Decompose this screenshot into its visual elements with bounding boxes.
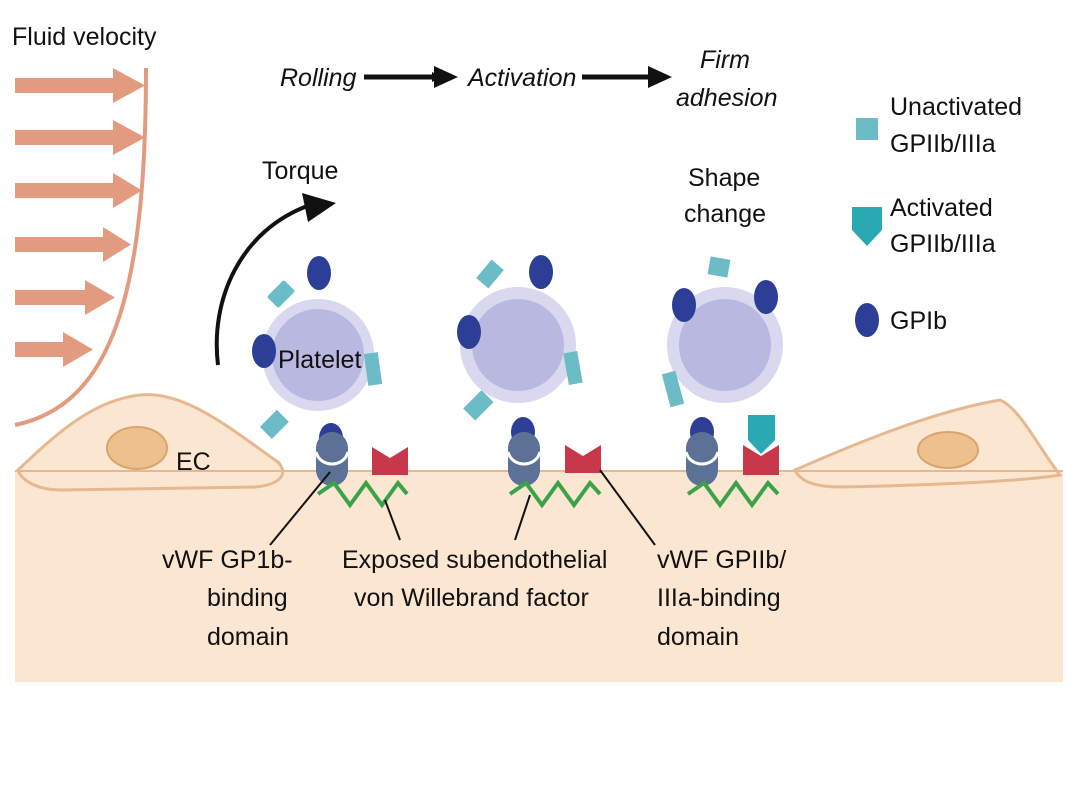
exposed-vwf-label-1: Exposed subendothelial bbox=[342, 546, 607, 574]
step-firm: Firm bbox=[700, 46, 750, 74]
flow-arrow bbox=[15, 173, 142, 208]
shape-change-label-2: change bbox=[684, 200, 766, 228]
unactivated-gpiib-iiia bbox=[363, 352, 383, 386]
unactivated-gpiib-iiia bbox=[267, 280, 295, 308]
torque-arrowhead bbox=[302, 193, 336, 222]
gpib bbox=[754, 280, 778, 314]
gpib bbox=[252, 334, 276, 368]
flow-arrow bbox=[15, 227, 131, 262]
vwf-gpiib-iiia-binding-domain bbox=[372, 447, 408, 475]
vwf-fiber bbox=[508, 479, 602, 509]
flow-arrows bbox=[15, 68, 145, 367]
vwf-site-2 bbox=[506, 432, 602, 509]
unactivated-gpiib-iiia bbox=[661, 370, 685, 408]
torque-arrow bbox=[214, 203, 311, 366]
platelet-rolling bbox=[252, 256, 383, 453]
leader-line-gpiib bbox=[599, 469, 656, 546]
vwf-site-1 bbox=[314, 432, 409, 509]
activated-gpiib-iiia bbox=[748, 415, 775, 454]
leader-line-exposed-vwf-2 bbox=[514, 494, 531, 541]
legend-activated-label-1: Activated bbox=[890, 194, 993, 222]
flow-arrow bbox=[15, 120, 145, 155]
flow-arrow bbox=[15, 280, 115, 315]
platelet-firm-adhesion bbox=[661, 256, 783, 454]
subendothelium-band bbox=[15, 470, 1063, 682]
vwf-gp1b-label-3: domain bbox=[207, 623, 289, 651]
platelet-activation bbox=[457, 255, 583, 447]
torque-label: Torque bbox=[262, 157, 338, 185]
step-adhesion: adhesion bbox=[676, 84, 777, 112]
gpib bbox=[672, 288, 696, 322]
vwf-gpiib-label-3: domain bbox=[657, 623, 739, 651]
legend: Unactivated GPIIb/IIIa Activated GPIIb/I… bbox=[852, 93, 1022, 337]
unactivated-gpiib-iiia bbox=[476, 259, 504, 289]
unactivated-gpiib-iiia bbox=[563, 351, 583, 385]
legend-gpib-label: GPIb bbox=[890, 307, 947, 335]
vwf-fiber bbox=[686, 479, 780, 509]
vwf-gpiib-iiia-binding-domain bbox=[565, 445, 601, 473]
vwf-gp1b-label-2: binding bbox=[207, 584, 288, 612]
fluid-velocity-label: Fluid velocity bbox=[12, 23, 157, 51]
vwf-gpiib-iiia-binding-domain bbox=[743, 445, 779, 475]
velocity-profile-curve bbox=[14, 67, 148, 427]
vwf-gp1b-binding-domain bbox=[316, 432, 348, 486]
endothelial-cell-left bbox=[16, 393, 285, 492]
step-activation: Activation bbox=[466, 64, 576, 92]
leader-line-exposed-vwf-1 bbox=[384, 499, 401, 541]
exposed-vwf-label-2: von Willebrand factor bbox=[354, 584, 589, 612]
unactivated-gpiib-iiia bbox=[463, 390, 494, 421]
step-arrowhead-2 bbox=[648, 66, 672, 88]
gpib bbox=[529, 255, 553, 289]
vwf-gp1b-binding-domain bbox=[686, 432, 718, 486]
nucleus bbox=[917, 431, 979, 469]
nucleus bbox=[106, 426, 168, 470]
vwf-gpiib-label-1: vWF GPIIb/ bbox=[657, 546, 786, 574]
legend-activated-label-2: GPIIb/IIIa bbox=[890, 230, 996, 258]
step-arrowhead-1 bbox=[434, 66, 458, 88]
legend-gpib-icon bbox=[855, 303, 879, 337]
platelet-label: Platelet bbox=[278, 346, 361, 374]
flow-arrow bbox=[15, 68, 145, 103]
vwf-gp1b-binding-domain-cup bbox=[314, 451, 350, 466]
vwf-gp1b-binding-domain bbox=[508, 432, 540, 486]
endothelial-cell-right bbox=[793, 398, 1063, 489]
gpib bbox=[457, 315, 481, 349]
flow-arrow bbox=[15, 332, 93, 367]
step-rolling: Rolling bbox=[280, 64, 357, 92]
vwf-gpiib-label-2: IIIa-binding bbox=[657, 584, 781, 612]
legend-unactivated-label-1: Unactivated bbox=[890, 93, 1022, 121]
unactivated-gpiib-iiia bbox=[259, 409, 289, 439]
vwf-gp1b-label-1: vWF GP1b- bbox=[162, 546, 293, 574]
legend-unactivated-icon bbox=[856, 118, 878, 140]
unactivated-gpiib-iiia bbox=[707, 256, 731, 278]
vwf-gp1b-binding-domain-cup bbox=[506, 451, 542, 466]
leader-line-gp1b bbox=[269, 471, 331, 546]
vwf-fiber bbox=[316, 479, 409, 509]
legend-unactivated-label-2: GPIIb/IIIa bbox=[890, 130, 996, 158]
vwf-site-3 bbox=[684, 432, 780, 509]
vwf-gp1b-binding-domain-cup bbox=[684, 451, 720, 466]
legend-activated-icon bbox=[852, 207, 882, 246]
gpib bbox=[307, 256, 331, 290]
shape-change-label-1: Shape bbox=[688, 164, 760, 192]
